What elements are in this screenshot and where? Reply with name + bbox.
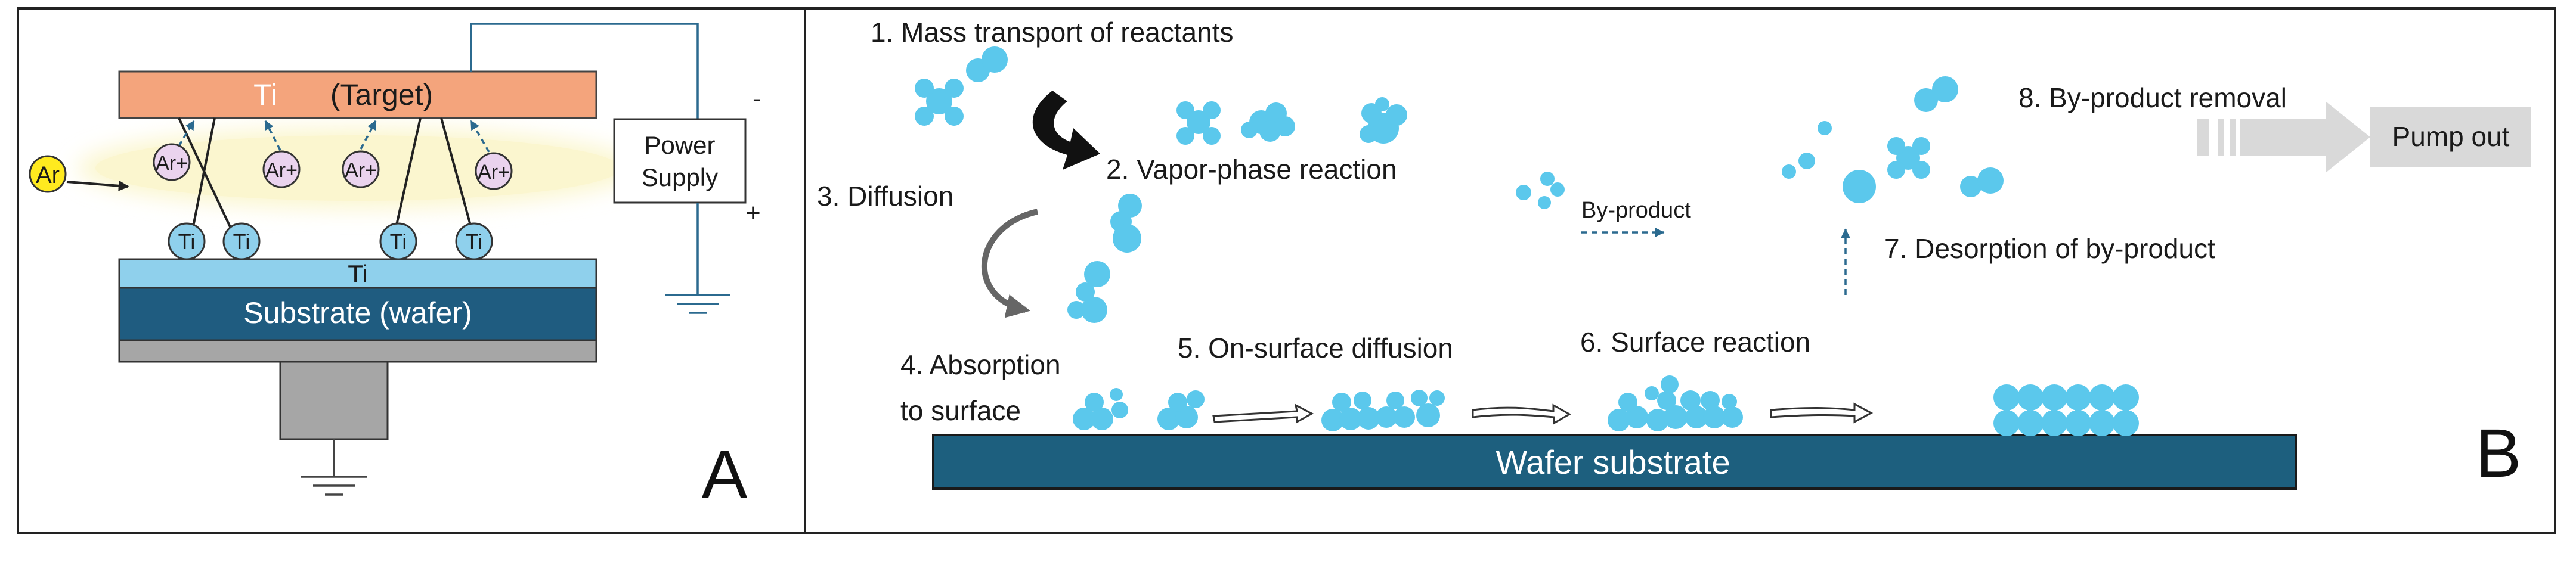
wafer-label: Wafer substrate [1496, 443, 1730, 481]
pump-arrow [2197, 101, 2370, 173]
ion-3-label: Ar+ [345, 159, 377, 182]
ion-1 [153, 143, 191, 181]
panel-a: Ti (Target) Power Supply - + [29, 23, 761, 512]
surface-reaction-molecules [1608, 375, 1743, 431]
ti-atoms: Ti Ti Ti Ti [168, 222, 493, 260]
target-label: (Target) [330, 78, 433, 111]
reactant-molecule [915, 46, 1008, 126]
ti-film-layer [118, 258, 597, 289]
ion-4-label: Ar+ [478, 161, 510, 184]
ion-3 [342, 150, 380, 188]
step-1-label: 1. Mass transport of reactants [871, 17, 1234, 48]
byproduct-label: By-product [1581, 198, 1691, 223]
step-4-label-line2: to surface [900, 395, 1021, 426]
power-minus-sign: - [753, 84, 761, 113]
transport-arrow [1032, 91, 1100, 170]
surface-diffusing-molecules [1321, 390, 1445, 431]
ti-atom-4-label: Ti [466, 229, 483, 254]
vapor-phase-molecules [1176, 97, 1407, 145]
pump-out-box [2370, 107, 2531, 167]
substrate-wafer [118, 287, 597, 341]
diffusing-molecules [1067, 194, 1142, 323]
holder-base [118, 339, 597, 363]
ground-icon [301, 476, 367, 496]
ion-4 [475, 152, 513, 190]
step-8-label: 8. By-product removal [2018, 82, 2287, 113]
pump-out-label: Pump out [2392, 121, 2510, 152]
step-7-label: 7. Desorption of by-product [1884, 233, 2215, 264]
absorbed-molecules [1073, 388, 1205, 430]
ti-film-label: Ti [348, 260, 367, 288]
ground-icon [665, 294, 730, 314]
ion-trajectories [178, 120, 490, 153]
step-6-label: 6. Surface reaction [1580, 327, 1810, 358]
progress-arrows [1212, 402, 1874, 425]
target-element: Ti [253, 78, 277, 111]
step-2-label: 2. Vapor-phase reaction [1106, 154, 1397, 185]
deposited-film-molecules [1993, 384, 2139, 436]
wafer-substrate [932, 434, 2297, 490]
byproduct-small [1516, 172, 1565, 209]
target-plate [118, 70, 597, 119]
ti-atom-3-label: Ti [390, 229, 407, 254]
power-supply-line1: Power [644, 131, 715, 159]
panel-b: 1. Mass transport of reactants 2. Vapor-… [817, 17, 2531, 492]
power-supply-box [613, 118, 747, 204]
power-supply-line2: Supply [642, 163, 718, 191]
desorbing-byproducts [1782, 76, 2004, 203]
target-wire [470, 23, 699, 119]
ti-atom-1-label: Ti [178, 229, 196, 254]
argon-label: Ar [36, 162, 60, 188]
panel-a-label: A [702, 436, 748, 512]
figure-frame [17, 7, 2556, 534]
step-3-label: 3. Diffusion [817, 181, 953, 212]
power-plus-sign: + [745, 198, 761, 228]
pedestal [279, 361, 389, 440]
ti-trajectories [178, 117, 477, 240]
diffusion-arrow [981, 209, 1039, 318]
argon-ions: Ar+ Ar+ Ar+ Ar+ [153, 143, 513, 190]
argon-atom [29, 155, 67, 193]
panel-b-label: B [2476, 415, 2522, 492]
substrate-label: Substrate (wafer) [243, 296, 472, 330]
step-4-label-line1: 4. Absorption [900, 349, 1061, 380]
step-5-label: 5. On-surface diffusion [1178, 333, 1453, 364]
ti-atom-2-label: Ti [233, 229, 250, 254]
ion-2-label: Ar+ [265, 159, 298, 182]
ion-2 [262, 150, 301, 188]
argon-inflow-arrow [66, 180, 129, 191]
ion-1-label: Ar+ [156, 152, 188, 175]
